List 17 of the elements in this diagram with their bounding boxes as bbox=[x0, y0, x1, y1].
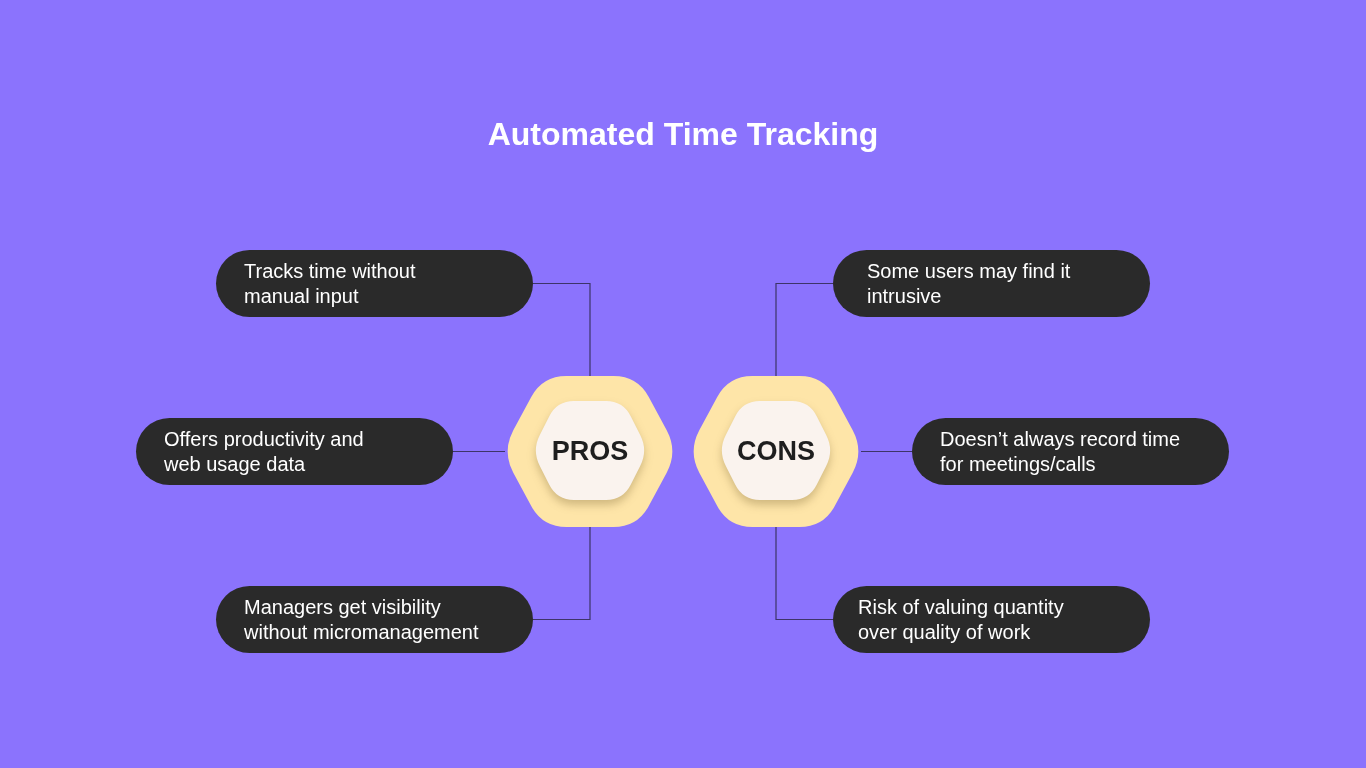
connector-line bbox=[532, 282, 591, 377]
point-text: Offers productivity and web usage data bbox=[164, 426, 365, 477]
point-text: Risk of valuing quantity over quality of work bbox=[858, 594, 1065, 645]
connector-line bbox=[532, 526, 591, 621]
point-text: Doesn’t always record time for meetings/calls bbox=[940, 426, 1182, 477]
point-text: Some users may find it intrusive bbox=[867, 258, 1072, 309]
connector-line bbox=[775, 526, 834, 621]
connector-line bbox=[860, 450, 913, 453]
connector-line bbox=[452, 450, 506, 453]
point-text: Tracks time without manual input bbox=[244, 258, 417, 309]
category-label: PROS bbox=[551, 434, 629, 467]
hexagon-frame bbox=[505, 376, 675, 527]
point-text: Managers get visibility without micromanagement bbox=[244, 594, 480, 645]
hexagon-frame bbox=[691, 376, 861, 527]
diagram-title: Automated Time Tracking bbox=[487, 115, 879, 154]
connector-line bbox=[775, 282, 834, 377]
category-label: CONS bbox=[737, 434, 815, 467]
